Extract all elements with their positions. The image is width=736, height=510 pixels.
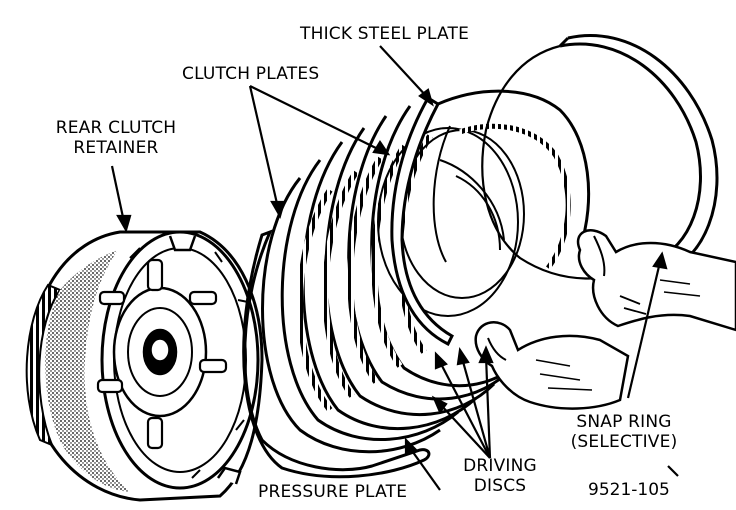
rear-clutch-retainer-label-line1: REAR CLUTCH [55, 118, 177, 138]
driving-discs-label: DRIVING DISCS [452, 456, 548, 496]
leader-lines [110, 45, 679, 491]
driving-discs-label-line1: DRIVING [463, 456, 537, 476]
driving-discs-label-line2: DISCS [473, 476, 527, 496]
clutch-plates-label: CLUTCH PLATES [182, 64, 320, 84]
pressure-plate-label: PRESSURE PLATE [258, 482, 408, 502]
clutch-pack-drawing [242, 89, 591, 479]
rear-clutch-retainer-drawing [25, 230, 264, 502]
figure-number: 9521-105 [588, 480, 670, 500]
hands-drawing [474, 229, 736, 410]
snap-ring-label-line1: SNAP RING [576, 412, 672, 432]
snap-ring-label: SNAP RING (SELECTIVE) [564, 412, 684, 452]
snap-ring-label-line2: (SELECTIVE) [570, 432, 678, 452]
rear-clutch-retainer-label: REAR CLUTCH RETAINER [46, 118, 186, 158]
rear-clutch-retainer-label-line2: RETAINER [73, 138, 159, 158]
thick-steel-plate-label: THICK STEEL PLATE [300, 24, 470, 44]
